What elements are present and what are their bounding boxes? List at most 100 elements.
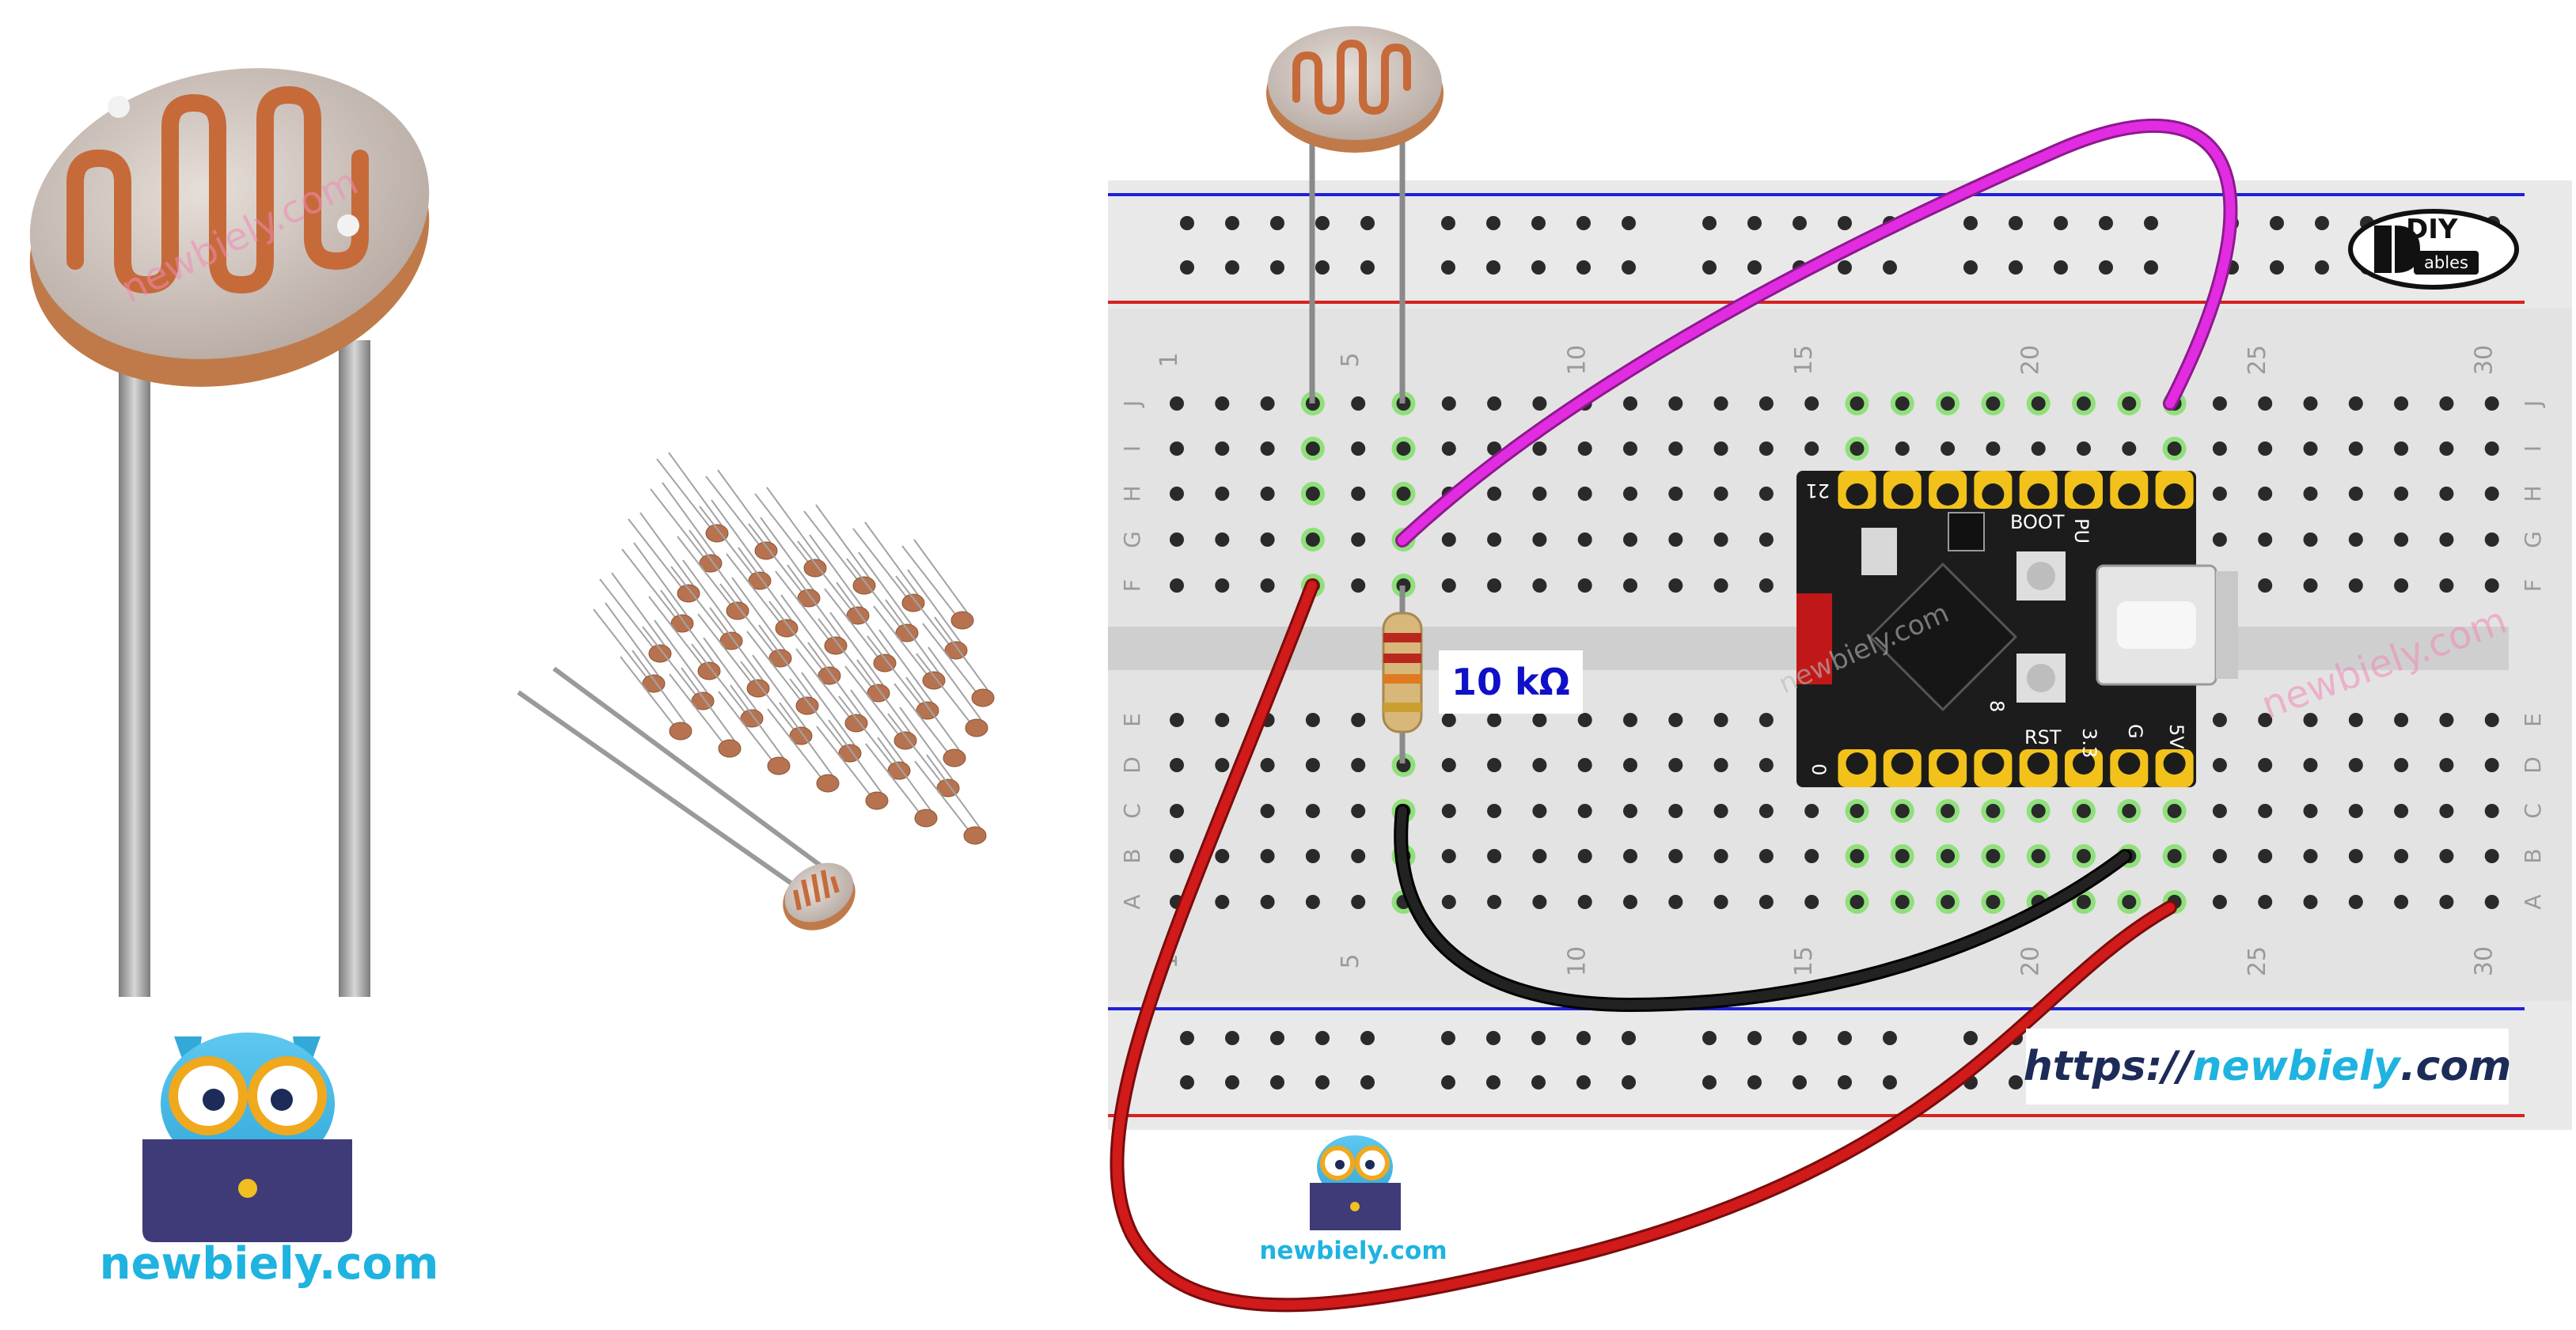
- breadboard-hole: [1532, 487, 1547, 501]
- antenna-icon: [1796, 593, 1832, 684]
- url-name: newbiely: [2192, 1043, 2400, 1090]
- url-suffix: .com: [2400, 1043, 2512, 1090]
- rail-hole: [2270, 260, 2284, 275]
- breadboard-hole: [1668, 396, 1683, 411]
- mini-ldr: [656, 452, 729, 543]
- breadboard-hole: [1441, 713, 1456, 727]
- breadboard-hole: [1845, 437, 1869, 460]
- rail-hole: [1225, 216, 1239, 230]
- rail-hole: [2054, 216, 2068, 230]
- breadboard-hole: [1260, 758, 1275, 772]
- breadboard-hole: [1391, 753, 1416, 777]
- breadboard-hole: [2394, 758, 2409, 772]
- breadboard-hole: [1713, 487, 1728, 501]
- mini-ldr: [620, 650, 692, 741]
- breadboard-hole: [1623, 396, 1637, 411]
- breadboard-hole: [1577, 804, 1592, 818]
- breadboard-hole: [2258, 713, 2273, 727]
- breadboard-hole: [1170, 713, 1184, 727]
- signal-wire: [1398, 120, 2236, 545]
- mini-ldr: [789, 672, 862, 763]
- breadboard-hole: [1300, 528, 1325, 551]
- breadboard-hole: [1668, 895, 1683, 909]
- brand-name-small: newbiely.com: [1259, 1237, 1447, 1265]
- rail-hole: [1576, 260, 1591, 275]
- breadboard-hole: [1441, 532, 1456, 547]
- mini-ldr: [718, 684, 791, 775]
- mini-ldr: [873, 599, 946, 690]
- rail-hole: [1225, 260, 1239, 275]
- breadboard-hole: [1936, 392, 1960, 415]
- board-pin: [2155, 471, 2194, 509]
- column-number-bottom: 10: [1564, 946, 1592, 976]
- breadboard-hole: [1804, 895, 1819, 909]
- breadboard-hole: [1300, 437, 1325, 460]
- breadboard-hole: [1895, 441, 1910, 456]
- rail-hole: [1315, 260, 1330, 275]
- rail-hole: [2009, 216, 2023, 230]
- mini-ldr: [852, 521, 925, 612]
- board-pins-bottom: [1838, 749, 2194, 787]
- breadboard-hole: [2258, 849, 2273, 863]
- breadboard-hole: [1305, 713, 1320, 727]
- breadboard-hole: [1758, 578, 1774, 593]
- mini-ldr: [816, 719, 889, 810]
- breadboard-hole: [2212, 441, 2227, 456]
- mini-ldr: [726, 547, 799, 638]
- breadboard-hole: [2303, 578, 2318, 593]
- breadboard-hole: [1713, 849, 1728, 863]
- breadboard-hole: [2303, 487, 2318, 501]
- mini-ldr: [803, 504, 876, 595]
- column-number-bottom: 15: [1790, 946, 1818, 976]
- breadboard-hole: [2439, 804, 2454, 818]
- gnd-wire: [1396, 806, 2130, 1010]
- breadboard-hole: [1804, 396, 1819, 411]
- breadboard-hole: [2117, 890, 2142, 914]
- breadboard-hole: [2439, 713, 2454, 727]
- website-url[interactable]: https:// newbiely .com: [2024, 1029, 2512, 1105]
- breadboard-hole: [2072, 392, 2096, 415]
- pin-label-3v3: 3.3: [2078, 728, 2100, 758]
- rail-hole: [1883, 260, 1897, 275]
- pin-label-21: 21: [1805, 479, 1830, 502]
- breadboard-hole: [1986, 441, 2001, 456]
- column-number-top: 20: [2017, 345, 2045, 375]
- rail-hole: [1793, 1075, 1807, 1089]
- breadboard-hole: [2484, 396, 2499, 411]
- mini-ldr: [901, 539, 974, 630]
- mini-ldr: [648, 589, 721, 680]
- diyables-logo-text: DIY: [2406, 214, 2458, 245]
- row-letter: G: [1119, 531, 1145, 548]
- breadboard-hole: [1215, 895, 1230, 909]
- row-letter: J: [2520, 400, 2546, 408]
- pin-label-8: 8: [1986, 700, 2008, 712]
- mini-ldr: [691, 637, 764, 728]
- breadboard-hole: [1215, 849, 1230, 863]
- breadboard-hole: [1804, 804, 1819, 818]
- breadboard-hole: [2348, 895, 2363, 909]
- breadboard-hole: [1487, 396, 1502, 411]
- breadboard-hole: [1577, 713, 1592, 727]
- rail-hole: [1225, 1075, 1239, 1089]
- board-component: [1861, 528, 1897, 575]
- breadboard-hole: [1577, 487, 1592, 501]
- breadboard-hole: [1391, 482, 1416, 506]
- breadboard-hole: [1804, 849, 1819, 863]
- resistor-value-label: 10 kΩ: [1439, 650, 1583, 714]
- column-number-top: 25: [2244, 345, 2271, 375]
- breadboard-hole: [2258, 441, 2273, 456]
- vcc-wire: [1112, 581, 2175, 1310]
- breadboard-hole: [1936, 844, 1960, 868]
- diyables-logo-subtext: ables: [2414, 251, 2479, 275]
- row-letter: A: [2520, 894, 2546, 909]
- rail-hole: [1702, 1031, 1717, 1045]
- row-letter: H: [2520, 485, 2546, 502]
- breadboard-hole: [1487, 849, 1502, 863]
- breadboard-hole: [1758, 487, 1774, 501]
- breadboard-hole: [2303, 849, 2318, 863]
- row-letter: B: [2520, 848, 2546, 863]
- breadboard-hole: [1351, 713, 1366, 727]
- breadboard-hole: [1713, 578, 1728, 593]
- rail-hole: [1883, 1075, 1897, 1089]
